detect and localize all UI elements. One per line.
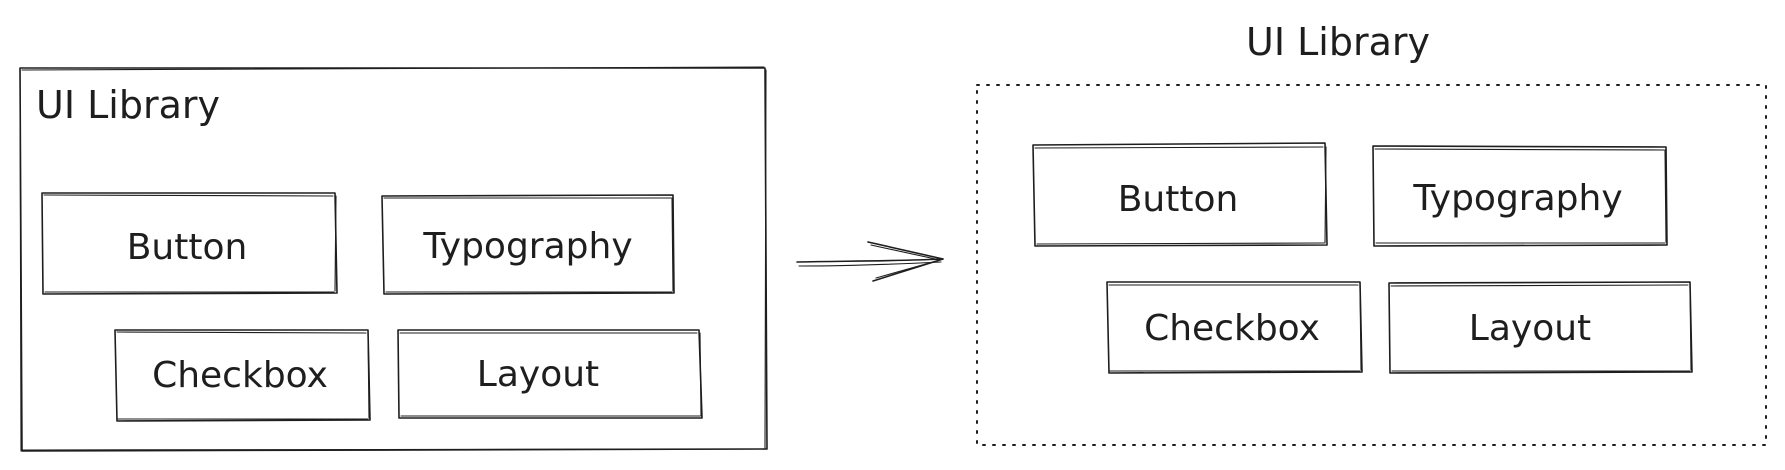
before-component-typography: Typography (381, 194, 675, 295)
before-component-checkbox-label: Checkbox (152, 355, 328, 396)
after-component-button-label: Button (1118, 179, 1239, 220)
before-component-button: Button (41, 192, 338, 295)
before-component-layout: Layout (397, 329, 703, 419)
after-component-checkbox: Checkbox (1106, 281, 1363, 374)
before-component-typography-label: Typography (422, 226, 632, 267)
before-component-checkbox: Checkbox (114, 329, 371, 422)
before-title: UI Library (36, 83, 220, 127)
before-container-frame (19, 66, 768, 452)
after-container-frame (976, 84, 1767, 446)
after-component-checkbox-label: Checkbox (1144, 308, 1320, 349)
before-component-layout-label: Layout (477, 354, 599, 395)
after-component-layout: Layout (1388, 281, 1693, 374)
after-component-typography: Typography (1372, 145, 1668, 247)
after-title: UI Library (1246, 20, 1430, 64)
after-component-layout-label: Layout (1469, 308, 1591, 349)
after-group: UI Library Button Typography Checkbox La… (976, 20, 1767, 446)
before-group: UI Library Button Typography Checkbox La… (19, 66, 768, 452)
before-component-button-label: Button (127, 227, 248, 268)
after-component-typography-label: Typography (1412, 178, 1622, 219)
after-component-button: Button (1032, 142, 1328, 247)
transform-arrow (796, 241, 944, 282)
